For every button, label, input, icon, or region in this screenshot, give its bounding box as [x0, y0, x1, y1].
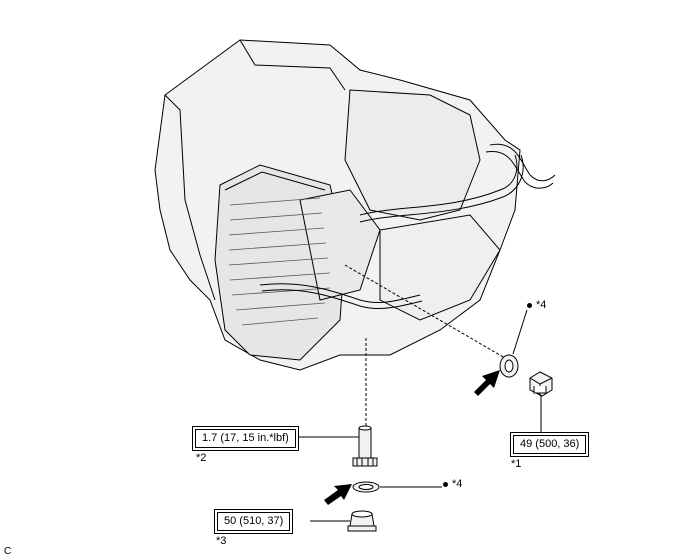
callout-4-lower-text: *4 [452, 478, 463, 490]
callout-4-upper-text: *4 [536, 299, 547, 311]
bullet-icon [527, 302, 532, 308]
arrow-lower-icon [324, 484, 352, 505]
torque-spec-refill-plug-text: 50 (510, 37) [217, 512, 291, 531]
torque-spec-drain-plug-text: 49 (500, 36) [513, 435, 587, 454]
cooler-pipes [259, 143, 556, 309]
torque-spec-overflow-tube-text: 1.7 (17, 15 in.*lbf) [195, 429, 296, 448]
gasket-lower [352, 481, 380, 493]
gasket-upper-leader [512, 309, 528, 355]
gasket-upper [499, 354, 519, 378]
arrow-upper-icon [474, 370, 500, 396]
drain-plug [529, 371, 553, 397]
corner-label: C [4, 546, 12, 557]
torque-spec-overflow-tube: 1.7 (17, 15 in.*lbf) [192, 426, 299, 451]
overflow-tube [352, 425, 378, 467]
refill-plug [347, 510, 377, 532]
leader-lines [344, 264, 506, 428]
callout-2: *2 [196, 452, 207, 464]
transaxle-assembly [154, 39, 521, 371]
callout-1: *1 [511, 458, 522, 470]
torque-spec-refill-plug: 50 (510, 37) [214, 509, 294, 534]
torque-spec-drain-plug: 49 (500, 36) [510, 432, 590, 457]
callout-4-lower: *4 [443, 478, 462, 491]
oil-pan-fins [228, 197, 331, 326]
callout-3: *3 [216, 535, 227, 547]
bullet-icon [443, 481, 448, 487]
callout-4-upper: *4 [527, 299, 546, 312]
